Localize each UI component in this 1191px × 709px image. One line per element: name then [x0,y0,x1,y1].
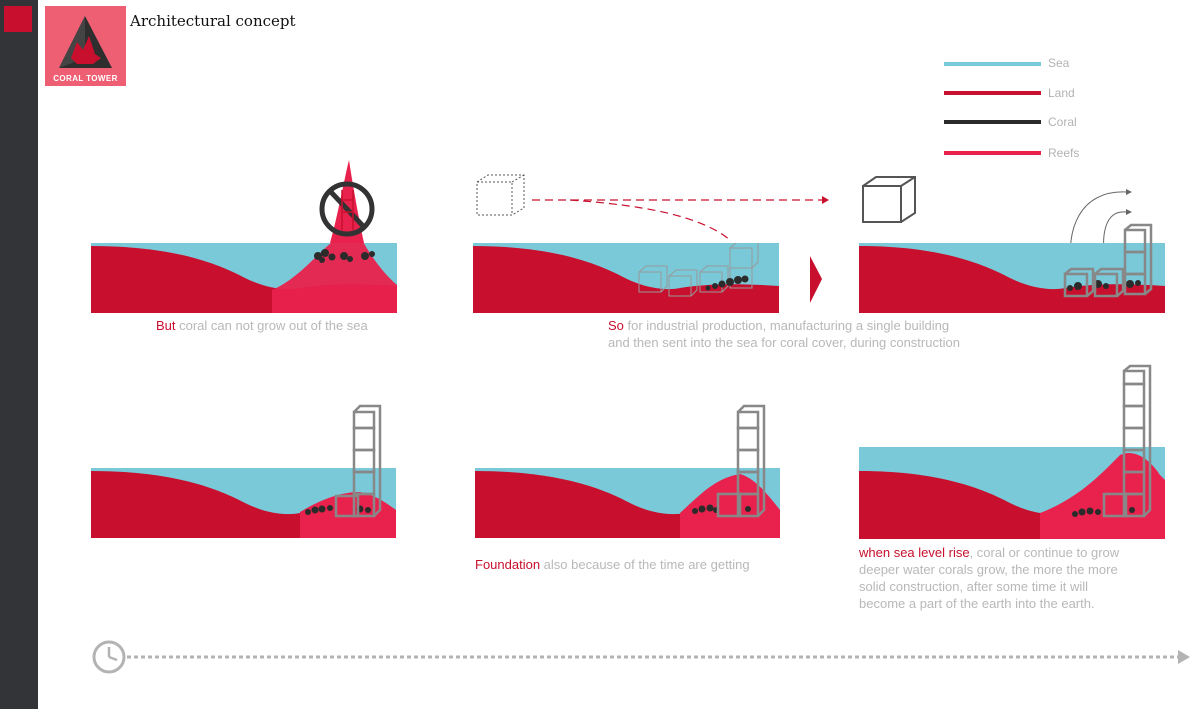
dashed-curve [569,199,731,241]
caption-3-text: also because of the time are getting [540,557,750,572]
legend-label-coral: Coral [1048,115,1077,129]
caption-1-highlight: But [156,318,176,333]
legend-label-land: Land [1048,86,1075,100]
tower-stack-5 [716,404,766,518]
caption-1-text: coral can not grow out of the sea [175,318,368,333]
cube-icon [862,176,916,223]
caption-4-line-4: become a part of the earth into the eart… [859,596,1095,611]
chevron-right-icon [810,256,822,303]
caption-4-highlight: when sea level rise [859,545,970,560]
tower-stack-6 [1102,364,1152,518]
caption-3: Foundation also because of the time are … [475,556,750,573]
tower-stack-3 [1063,223,1153,298]
caption-2-line-2: and then sent into the sea for coral cov… [608,335,960,350]
panel-4 [91,468,396,538]
caption-4-line-2: deeper water corals grow, the more the m… [859,562,1118,577]
caption-2-highlight: So [608,318,624,333]
no-sign-icon [319,181,375,237]
caption-1: But coral can not grow out of the sea [156,317,368,334]
page-title: Architectural concept [130,12,296,30]
caption-4-line-1: , coral or continue to grow [969,545,1120,560]
logo-pyramid-icon [59,16,112,68]
panel-6 [859,447,1165,539]
panel-3 [859,243,1165,313]
cube-sketch-icon [476,174,525,216]
caption-3-highlight: Foundation [475,557,541,572]
dashed-arrow-head [822,196,829,204]
timeline-arrow-icon [1178,650,1190,664]
sidebar-square[interactable] [4,6,32,32]
coral-spire [330,160,364,243]
clock-icon [92,640,126,674]
caption-2: So for industrial production, manufactur… [608,317,960,351]
panel-1 [91,243,397,313]
legend-label-reefs: Reefs [1048,146,1080,160]
coral-tower-logo: CORAL TOWER [45,6,126,86]
panel-5 [475,468,780,538]
sidebar [0,0,38,709]
caption-2-line-1: for industrial production, manufacturing… [623,318,950,333]
panel-2 [473,243,779,313]
caption-4: when sea level rise, coral or continue t… [859,544,1119,612]
legend-label-sea: Sea [1048,56,1070,70]
logo-text: CORAL TOWER [53,74,118,83]
caption-4-line-3: solid construction, after some time it w… [859,579,1089,594]
tower-stack-4 [334,404,382,518]
